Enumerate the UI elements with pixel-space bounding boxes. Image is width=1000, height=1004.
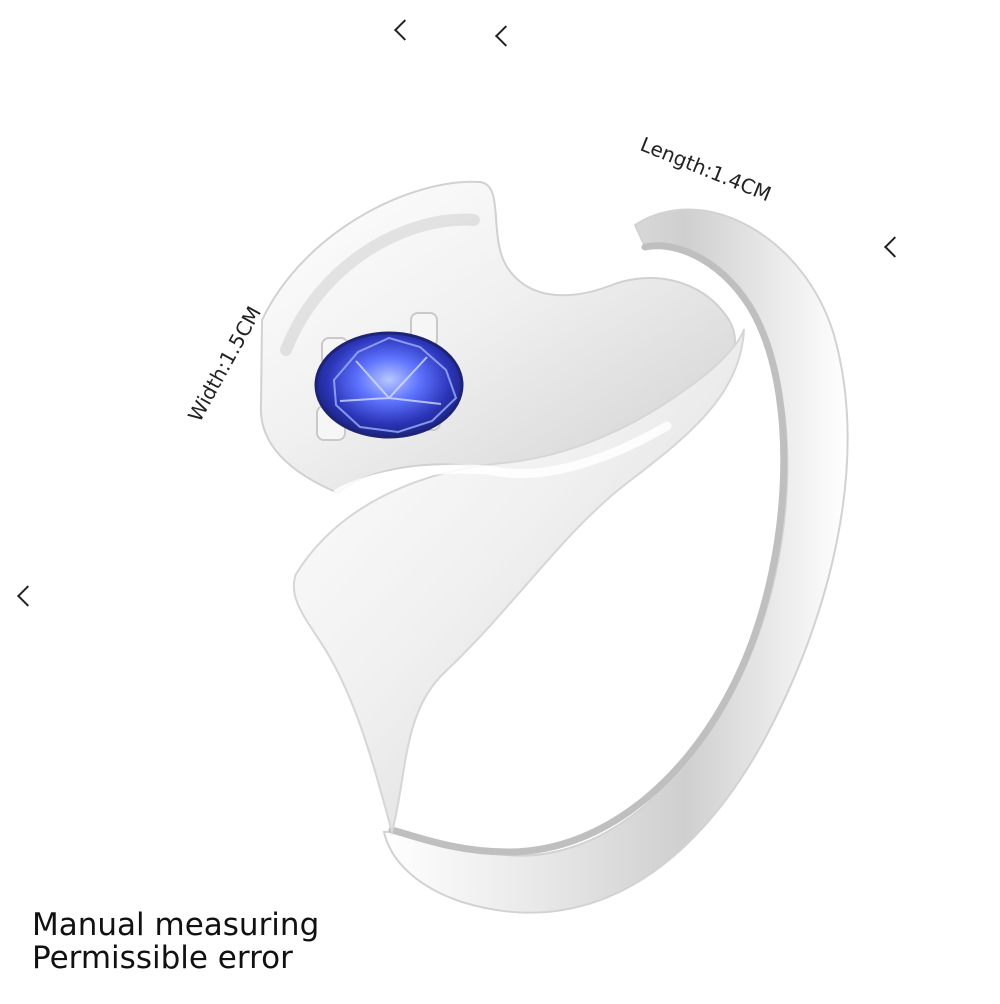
ring-shadow-edge [280,213,480,356]
measurement-note-line-2: Permissible error [32,940,293,976]
gem-setting [314,312,464,441]
gem-facet-lines [339,356,442,405]
measurement-note: Manual measuring Permissible error [32,909,319,975]
blue-gemstone [314,331,464,439]
ring-inner-edge [388,242,788,856]
ring-band [382,208,849,914]
ring-crown [259,180,745,836]
ring-front-wave [292,328,745,836]
ring-highlight [333,421,672,498]
gem-facets [332,336,458,434]
measurement-note-line-1: Manual measuring [32,907,320,943]
